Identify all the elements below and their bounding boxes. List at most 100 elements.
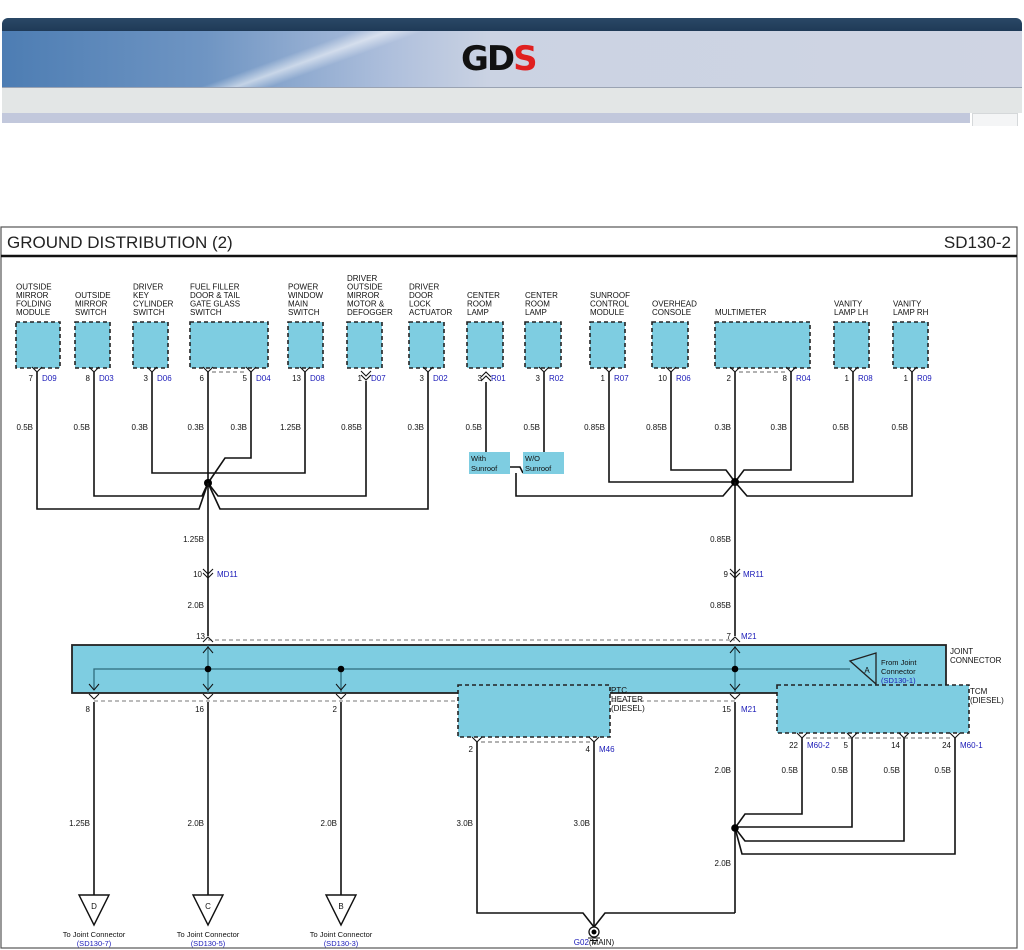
to-joint-connector-ref: (SD130-3) [324, 939, 359, 948]
d04-name-line: SWITCH [190, 308, 222, 317]
d02-component-box [408, 321, 445, 369]
jc-bottom-pin-number: 16 [195, 705, 204, 714]
ground-suffix: (MAIN) [589, 938, 615, 947]
wiring-diagram: GROUND DISTRIBUTION (2) SD130-2 OUTSIDE M… [0, 226, 1018, 949]
joint-connector-triangle-icon [191, 894, 225, 927]
d08-name-line: POWER [288, 283, 318, 292]
mr11-pin-number: 9 [724, 570, 729, 579]
d07-wire-gauge: 0.85B [341, 423, 362, 432]
gds-logo: GDS [461, 39, 538, 79]
jc-top-connector-id: M21 [741, 632, 757, 641]
r08-name-line: LAMP LH [834, 308, 868, 317]
with-sunroof-label: Sunroof [471, 464, 498, 473]
d07-connector-id: D07 [371, 374, 386, 383]
tcm-name: (DIESEL) [970, 696, 1004, 705]
r09-connector-id: R09 [917, 374, 932, 383]
d04-component-box [189, 321, 269, 369]
ptc-pin-number: 4 [586, 745, 591, 754]
d03-pin-number: 8 [86, 374, 91, 383]
output-wire-gauge: 2.0B [188, 819, 204, 828]
r06-name-line: CONSOLE [652, 308, 691, 317]
r08-name-line: VANITY [834, 300, 863, 309]
r02-name-line: ROOM [525, 300, 550, 309]
mr11-connector-id: MR11 [743, 570, 764, 579]
jc-pin-arrow-icon [729, 636, 741, 643]
r07-pin-number: 1 [601, 374, 606, 383]
jc-pin-arrow-icon [88, 693, 100, 700]
r09-wire-gauge: 0.5B [892, 423, 908, 432]
wire-r04-8 [734, 372, 792, 483]
m21-wire-gauge-upper: 2.0B [715, 766, 731, 775]
r02-connector-id: R02 [549, 374, 564, 383]
r06-wire-gauge: 0.85B [646, 423, 667, 432]
d07-name-line: OUTSIDE [347, 283, 383, 292]
r04-pin-number: 2 [727, 374, 732, 383]
header-banner: GDS [2, 31, 1022, 88]
d04-name-line: GATE GLASS [190, 300, 240, 309]
tcm-pin-number: 22 [789, 741, 798, 750]
jc-pin-arrow-icon [88, 683, 100, 691]
header-subbar [2, 113, 970, 123]
r04-component-box [714, 321, 811, 369]
ground-code: G02 [574, 938, 590, 947]
diagram-code: SD130-2 [944, 233, 1011, 252]
with-sunroof-label: With [471, 454, 486, 463]
header-top-bar [2, 18, 1022, 31]
r07-name-line: SUNROOF [590, 291, 630, 300]
md11-connector-id: MD11 [217, 570, 238, 579]
header-tab[interactable] [972, 113, 1018, 126]
d08-component-box [287, 321, 324, 369]
r07-wire-gauge: 0.85B [584, 423, 605, 432]
wire-tcm-24 [734, 738, 956, 855]
jc-splice-dot [731, 665, 739, 673]
m21-wire-gauge-lower: 2.0B [715, 859, 731, 868]
output-wire-gauge: 2.0B [321, 819, 337, 828]
joint-connector-triangle-icon [324, 894, 358, 927]
wire-sunroof-merge [515, 473, 736, 497]
d06-connector-id: D06 [157, 374, 172, 383]
r08-connector-id: R08 [858, 374, 873, 383]
ptc-wire-gauge: 3.0B [457, 819, 473, 828]
tcm-name: TCM [970, 687, 988, 696]
without-sunroof-label: Sunroof [525, 464, 552, 473]
with-sunroof-box [469, 452, 510, 474]
d09-component-box [15, 321, 61, 369]
app-header: GDS [0, 18, 1024, 126]
to-joint-connector-text: To Joint Connector [63, 930, 126, 939]
schematic: OUTSIDEMIRRORFOLDINGMODULE70.5BD09OUTSID… [15, 274, 1004, 948]
d04-pin-number: 6 [200, 374, 205, 383]
r04-pin-number: 8 [783, 374, 788, 383]
d06-name-line: CYLINDER [133, 300, 174, 309]
wire-tcm-14 [734, 738, 905, 842]
jc-pin-arrow-icon [202, 636, 214, 643]
wire-ptc-2 [476, 742, 595, 928]
wire-m21-ground [593, 912, 735, 928]
joint-connector-letter: B [338, 902, 343, 911]
wire-d06 [151, 372, 208, 474]
d09-name-line: MIRROR [16, 291, 49, 300]
ptc-wire-gauge: 3.0B [574, 819, 590, 828]
diagram-title: GROUND DISTRIBUTION (2) [7, 233, 233, 252]
d02-name-line: DOOR [409, 291, 433, 300]
d03-connector-id: D03 [99, 374, 114, 383]
d06-name-line: KEY [133, 291, 150, 300]
jc-bottom-pin-number: 8 [86, 705, 91, 714]
joint-connector-letter: D [91, 902, 97, 911]
d02-pin-number: 3 [420, 374, 425, 383]
d07-name-line: MOTOR & [347, 300, 385, 309]
r01-name-line: LAMP [467, 308, 489, 317]
d09-name-line: FOLDING [16, 300, 52, 309]
d02-wire-gauge: 0.3B [408, 423, 424, 432]
d02-name-line: ACTUATOR [409, 308, 452, 317]
d08-connector-id: D08 [310, 374, 325, 383]
d04-wire-gauge: 0.3B [188, 423, 204, 432]
d04-connector-id: D04 [256, 374, 271, 383]
wire-r07 [608, 372, 735, 483]
r02-component-box [524, 321, 562, 369]
left-trunk-wire-gauge-upper: 1.25B [183, 535, 204, 544]
wire-d08 [208, 372, 306, 474]
r08-wire-gauge: 0.5B [833, 423, 849, 432]
tcm-pin-number: 24 [942, 741, 951, 750]
to-joint-connector-text: To Joint Connector [177, 930, 240, 939]
r09-component-box [892, 321, 929, 369]
